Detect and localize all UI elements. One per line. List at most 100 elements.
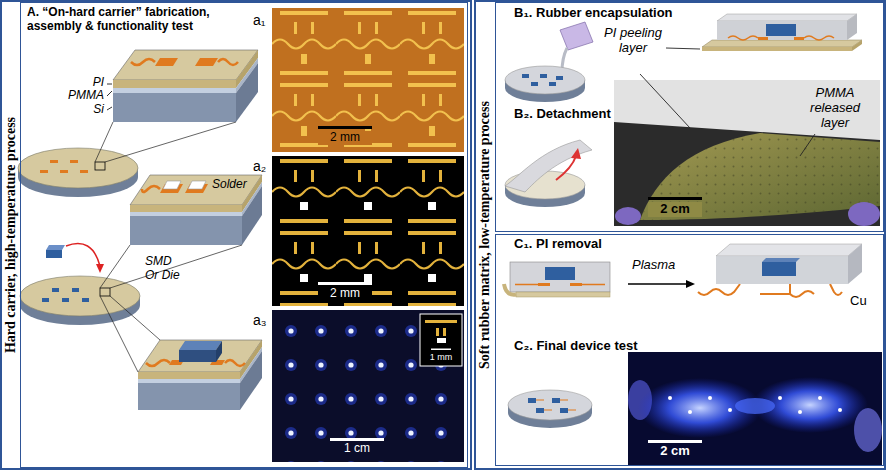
wafer-part bbox=[505, 140, 592, 192]
layer-stack-part bbox=[130, 212, 242, 216]
device-schematic-part bbox=[766, 24, 796, 36]
step-title: C₁. PI removal bbox=[514, 237, 602, 252]
layer-name: Si bbox=[60, 103, 104, 117]
layer-stack-part bbox=[155, 58, 178, 66]
photo-part bbox=[778, 396, 782, 400]
wafer bbox=[508, 390, 592, 428]
step-title: C₂. Final device test bbox=[514, 339, 638, 354]
photo-part bbox=[854, 408, 882, 452]
step-title: B₂. Detachment bbox=[514, 107, 611, 122]
device-schematic-part bbox=[847, 14, 857, 40]
zoom-line-part bbox=[100, 296, 138, 372]
wafer-part bbox=[100, 288, 110, 296]
layer-stack-part bbox=[130, 175, 262, 205]
pouring-bottle bbox=[560, 22, 593, 72]
layer-stack-part bbox=[242, 186, 262, 245]
pick-place-icon-part bbox=[46, 250, 62, 258]
cross-section-part bbox=[538, 283, 550, 286]
device-schematic-part bbox=[804, 36, 834, 40]
wafer-part bbox=[540, 74, 547, 78]
pick-place-icon-part bbox=[46, 245, 65, 250]
photo-part bbox=[431, 349, 451, 351]
photo bbox=[272, 310, 464, 462]
wafer-part bbox=[80, 170, 88, 173]
device-schematic-part bbox=[717, 14, 857, 21]
wafer-part bbox=[571, 148, 581, 159]
device-schematic-part bbox=[716, 256, 848, 284]
layer-stack bbox=[113, 50, 258, 122]
wafer-part bbox=[82, 298, 89, 302]
cross-section-part bbox=[510, 262, 610, 292]
scale-label: 1 mm bbox=[423, 352, 459, 362]
panel-letter: a₃ bbox=[253, 312, 267, 328]
wafer-part bbox=[549, 82, 556, 86]
part-name: Or Die bbox=[145, 269, 180, 283]
layer-name: PMMA released layer bbox=[798, 86, 872, 131]
pouring-bottle-part bbox=[560, 22, 593, 50]
leader-line-part bbox=[107, 91, 112, 96]
wafer-part bbox=[552, 398, 560, 403]
layer-stack bbox=[138, 340, 262, 410]
scale-label: 2 cm bbox=[648, 444, 702, 459]
photo-part bbox=[272, 156, 464, 306]
photo-part bbox=[838, 408, 842, 412]
layer-stack-part bbox=[179, 341, 222, 350]
side-label: Soft rubber matrix, low-temperature proc… bbox=[476, 2, 494, 468]
photo-part bbox=[735, 398, 775, 414]
photo-part bbox=[818, 396, 822, 400]
cross-section-part bbox=[570, 283, 582, 286]
cross-section-part bbox=[545, 267, 575, 280]
side-label: Hard carrier, high-temperature process bbox=[2, 2, 20, 468]
process-panel: Hard carrier, high-temperature processA.… bbox=[0, 0, 472, 470]
wafer-part bbox=[42, 298, 49, 302]
leader-line-part bbox=[666, 48, 700, 49]
layer-stack-part bbox=[138, 383, 240, 410]
wafer-part bbox=[536, 408, 544, 413]
process-arrow-part bbox=[686, 280, 695, 288]
photo bbox=[272, 156, 464, 306]
leader-line bbox=[640, 48, 815, 156]
photo bbox=[272, 8, 464, 152]
photo-part bbox=[272, 156, 464, 306]
layer-stack-part bbox=[113, 93, 236, 122]
scale-label: 2 mm bbox=[318, 287, 372, 301]
photo-part bbox=[318, 282, 372, 285]
wafer-part bbox=[528, 398, 536, 403]
device-schematic-part bbox=[790, 284, 814, 297]
layer-stack-part bbox=[179, 350, 216, 362]
layer-stack-part bbox=[163, 181, 181, 189]
wafer-part bbox=[20, 276, 140, 316]
layer-name: PI peeling layer bbox=[604, 26, 662, 56]
photo-part bbox=[640, 133, 880, 220]
leader-line-part bbox=[640, 74, 690, 128]
pick-place-icon-part bbox=[96, 264, 104, 273]
part-name: Solder bbox=[212, 178, 247, 192]
layer-stack-part bbox=[146, 360, 170, 366]
zoom-line-part bbox=[95, 122, 113, 162]
process-arrow-part bbox=[628, 283, 688, 285]
layer-stack bbox=[130, 175, 262, 245]
layer-stack-part bbox=[113, 80, 236, 88]
zoom-line-part bbox=[100, 245, 130, 288]
material-name: Cu bbox=[850, 294, 867, 309]
wafer bbox=[505, 140, 592, 207]
wafer-part bbox=[18, 148, 138, 188]
layer-stack-part bbox=[240, 351, 262, 410]
device-schematic bbox=[698, 244, 862, 297]
layer-stack-part bbox=[113, 88, 236, 93]
photo-part bbox=[272, 8, 464, 152]
process-panel: Soft rubber matrix, low-temperature proc… bbox=[474, 0, 886, 470]
pick-place-icon bbox=[46, 244, 104, 274]
wafer-part bbox=[72, 288, 79, 292]
device-schematic-part bbox=[762, 262, 796, 276]
photo-part bbox=[425, 320, 457, 323]
part-name: SMD bbox=[145, 255, 172, 269]
wafer bbox=[18, 148, 138, 197]
photo-part bbox=[615, 207, 641, 225]
photo-part bbox=[848, 202, 880, 226]
wafer-part bbox=[531, 82, 538, 86]
wafer-part bbox=[50, 160, 58, 163]
layer-stack-part bbox=[131, 59, 155, 65]
